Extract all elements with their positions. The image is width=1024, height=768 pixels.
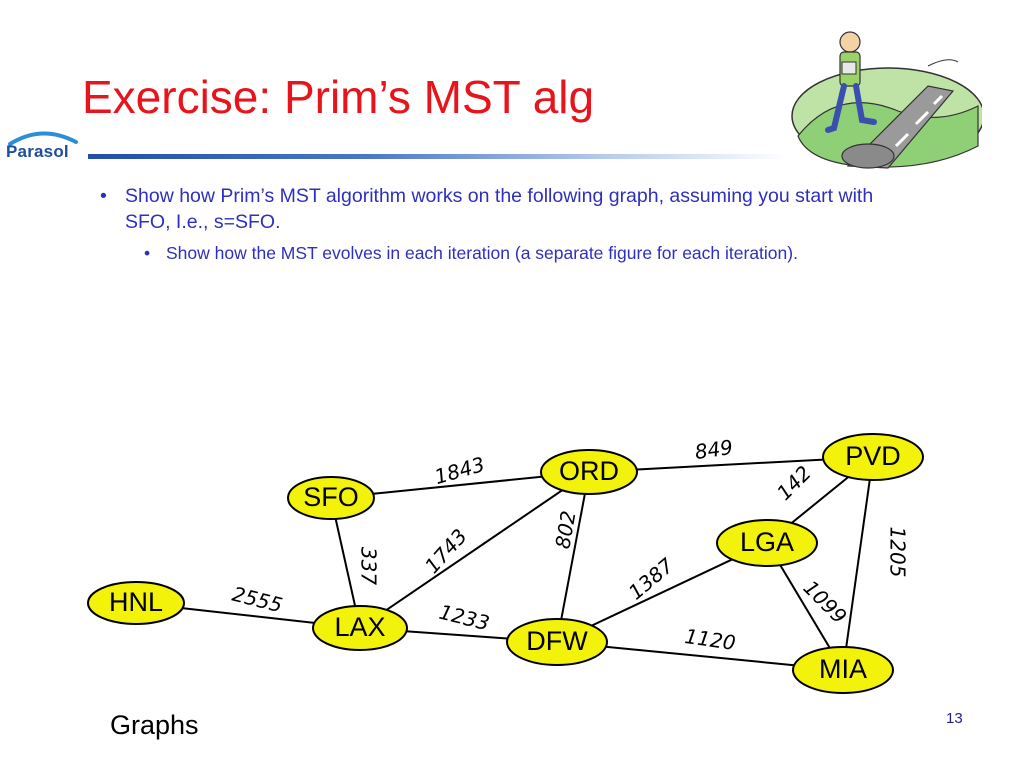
edge-weight-label: 849 <box>693 435 734 464</box>
node-ord: ORD <box>540 449 638 495</box>
edge-weight-label: 1099 <box>799 575 852 628</box>
node-ellipse <box>792 646 894 694</box>
edge-lax-ord <box>359 471 590 629</box>
edge-weight-label: 1205 <box>886 527 910 578</box>
edge-pvd-mia <box>842 456 874 671</box>
node-ellipse <box>716 519 818 567</box>
sub-bullet-item: Show how the MST evolves in each iterati… <box>144 241 920 265</box>
node-ellipse <box>506 618 608 666</box>
parasol-logo: Parasol <box>4 128 84 172</box>
nodes: SFO ORD PVD LGA HNL LAX DFW MIA <box>87 433 924 694</box>
bullet-item: Show how Prim’s MST algorithm works on t… <box>100 183 920 265</box>
node-lax: LAX <box>312 605 408 651</box>
edge-weight-label: 337 <box>357 547 381 585</box>
node-ellipse <box>822 433 924 481</box>
edge-weight-label: 1233 <box>437 600 492 636</box>
node-label: PVD <box>845 441 901 471</box>
slide-title: Exercise: Prim’s MST alg <box>82 71 595 123</box>
node-label: DFW <box>526 626 588 656</box>
node-sfo: SFO <box>287 476 375 520</box>
node-dfw: DFW <box>506 618 608 666</box>
node-lga: LGA <box>716 519 818 567</box>
node-label: HNL <box>109 587 163 617</box>
node-label: ORD <box>559 456 619 486</box>
edge-weight-label: 142 <box>772 461 816 505</box>
node-ellipse <box>287 476 375 520</box>
node-ellipse <box>540 449 638 495</box>
node-label: SFO <box>303 482 359 512</box>
sub-bullet-text: Show how the MST evolves in each iterati… <box>166 243 798 263</box>
bullet-list: Show how Prim’s MST algorithm works on t… <box>100 183 920 265</box>
edge-weight-label: 1120 <box>683 624 737 655</box>
sub-bullet-list: Show how the MST evolves in each iterati… <box>125 241 920 265</box>
node-mia: MIA <box>792 646 894 694</box>
node-label: LGA <box>740 527 794 557</box>
node-ellipse <box>87 581 185 625</box>
title-underline <box>88 154 788 159</box>
node-hnl: HNL <box>87 581 185 625</box>
node-ellipse <box>312 605 408 651</box>
parasol-arc-icon <box>8 131 78 146</box>
footer-section-label: Graphs <box>110 710 199 740</box>
man-walking-road-clipart <box>791 31 982 169</box>
page-number: 13 <box>946 710 963 727</box>
node-label: LAX <box>334 612 385 642</box>
bullet-text: Show how Prim’s MST algorithm works on t… <box>125 185 874 233</box>
node-label: MIA <box>819 654 867 684</box>
logo-text: Parasol <box>6 142 69 161</box>
edge-weight-label: 2555 <box>230 582 285 618</box>
node-pvd: PVD <box>822 433 924 481</box>
edge-ord-dfw <box>556 471 590 643</box>
